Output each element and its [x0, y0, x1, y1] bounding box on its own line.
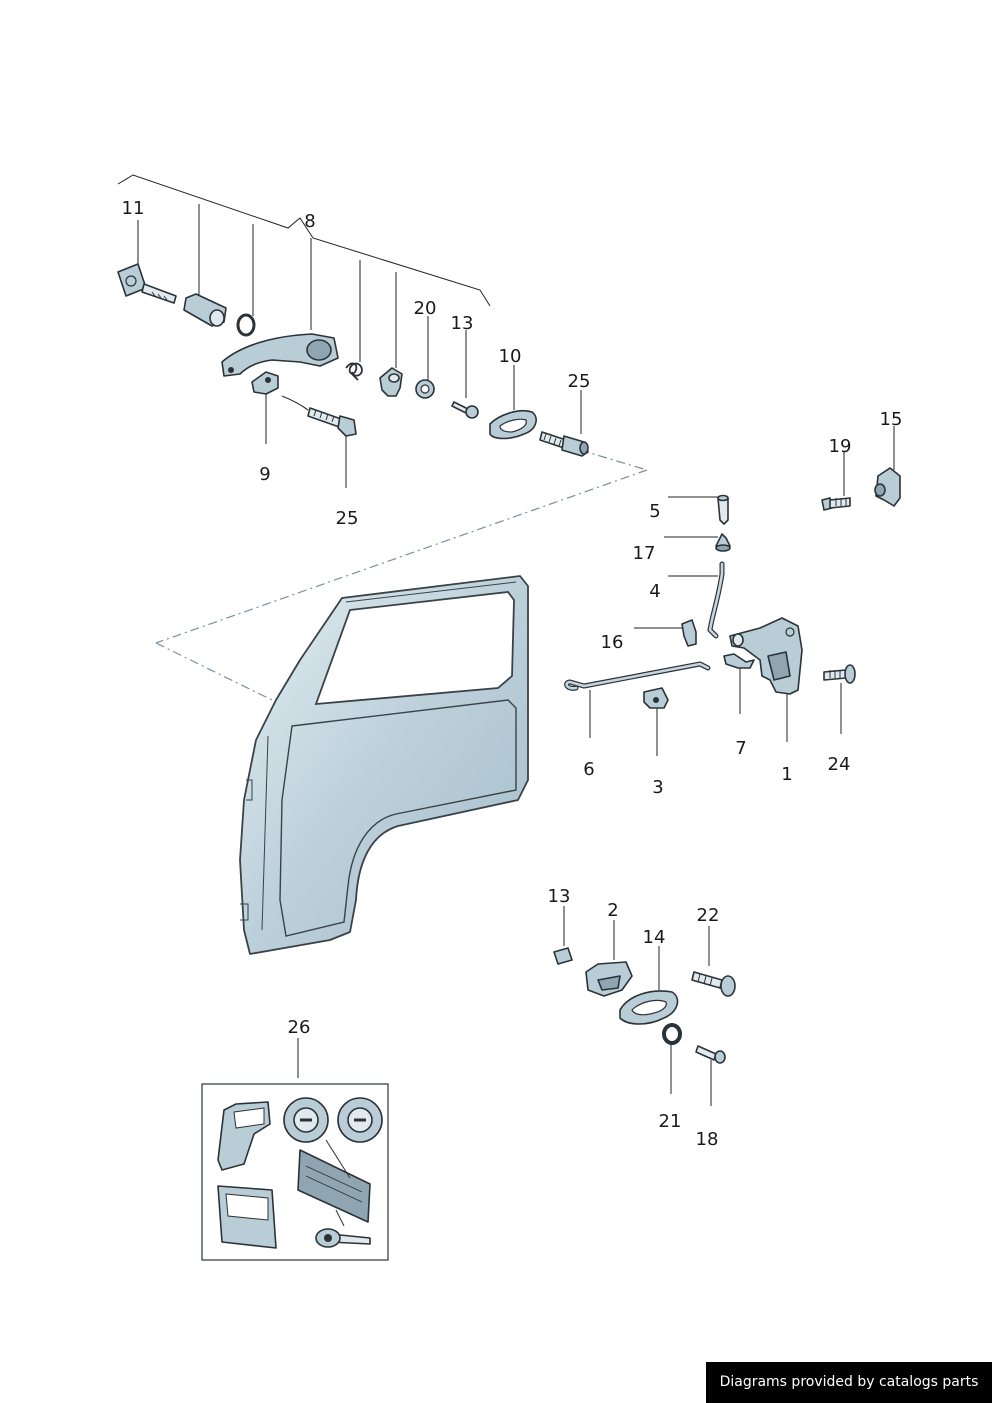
door-handle-part — [221, 333, 339, 377]
screw-part — [451, 401, 479, 419]
callout-8: 8 — [304, 211, 315, 232]
mounting-block-part — [251, 371, 279, 395]
callout-10: 10 — [499, 346, 522, 367]
spring-part — [345, 362, 363, 381]
rod-retainer-part — [643, 687, 669, 709]
callout-7: 7 — [735, 738, 746, 759]
callout-17: 17 — [633, 543, 656, 564]
washer-part — [662, 1023, 682, 1045]
o-ring-part — [236, 313, 256, 337]
connecting-rod-part — [564, 661, 711, 691]
callout-18: 18 — [696, 1129, 719, 1150]
lock-cylinder-part — [183, 293, 227, 327]
bezel-screw-part — [695, 1045, 726, 1064]
door-lock-part — [729, 617, 803, 695]
callout-14: 14 — [643, 927, 666, 948]
callout-22: 22 — [697, 905, 720, 926]
callout-25: 25 — [336, 508, 359, 529]
lock-bolt-part — [281, 395, 357, 437]
handle-lever-part — [379, 367, 403, 397]
lock-bracket-part — [723, 653, 755, 669]
handle-bezel-part — [619, 990, 679, 1025]
handle-screw-part — [691, 971, 736, 997]
guide-grommet-part — [715, 533, 731, 552]
assembly-bracket — [117, 174, 491, 307]
callout-19: 19 — [829, 436, 852, 457]
callout-5: 5 — [649, 501, 660, 522]
callout-25: 25 — [568, 371, 591, 392]
bushing-part — [415, 379, 435, 399]
lock-screw-part — [823, 664, 856, 684]
assembly-guide-lines — [155, 449, 648, 703]
callout-16: 16 — [601, 632, 624, 653]
callout-24: 24 — [828, 754, 851, 775]
striker-part — [874, 467, 901, 507]
callout-15: 15 — [880, 409, 903, 430]
callout-6: 6 — [583, 759, 594, 780]
callout-4: 4 — [649, 581, 660, 602]
callout-11: 11 — [122, 198, 145, 219]
lock-rod-part — [707, 561, 725, 639]
lock-set-kit — [201, 1083, 389, 1261]
inner-handle-part — [585, 961, 633, 997]
lock-knob-part — [717, 494, 729, 525]
striker-screw-part — [821, 497, 851, 511]
rod-clip-part — [681, 619, 697, 647]
door-shell — [239, 575, 529, 955]
callout-20: 20 — [414, 298, 437, 319]
callout-2: 2 — [607, 900, 618, 921]
callout-labels: 11 8 20 13 10 25 9 25 15 19 5 17 4 16 6 … — [122, 198, 903, 1150]
key-part — [117, 263, 177, 304]
leader-lines — [137, 204, 895, 1106]
callout-13: 13 — [451, 313, 474, 334]
callout-21: 21 — [659, 1111, 682, 1132]
bolt-part — [539, 431, 589, 457]
callout-9: 9 — [259, 464, 270, 485]
credit-banner: Diagrams provided by catalogs parts — [706, 1362, 992, 1403]
clip-nut-part — [553, 947, 573, 965]
callout-26: 26 — [288, 1017, 311, 1038]
handle-seal-part — [489, 409, 537, 440]
callout-13: 13 — [548, 886, 571, 907]
callout-3: 3 — [652, 777, 663, 798]
callout-1: 1 — [781, 764, 792, 785]
